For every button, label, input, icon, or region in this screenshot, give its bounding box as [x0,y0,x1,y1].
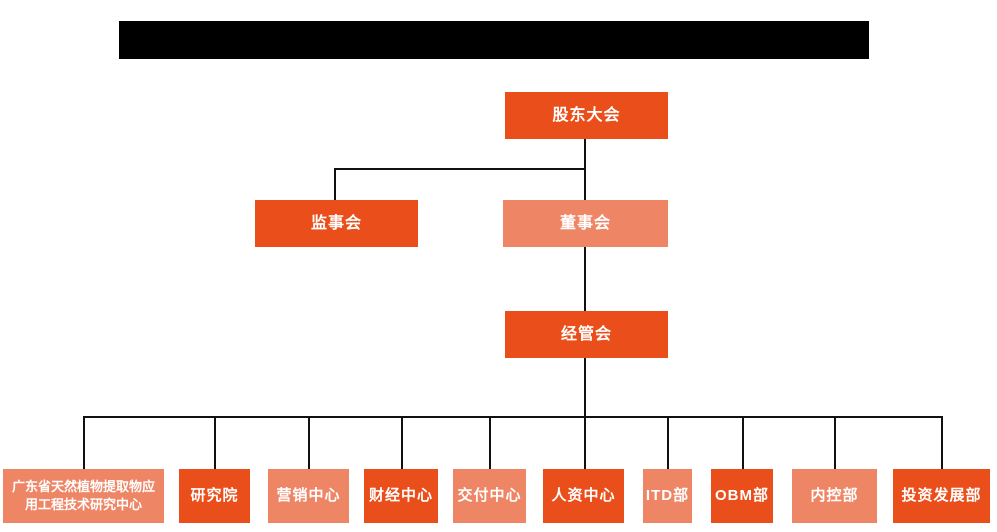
connector-line [584,416,586,469]
node-label: OBM部 [715,486,769,504]
node-label: 人资中心 [551,486,616,504]
node-delivery-center: 交付中心 [453,469,526,523]
node-itd-department: ITD部 [643,469,692,523]
connector-line [742,416,744,469]
node-obm-department: OBM部 [711,469,773,523]
connector-line [401,416,403,469]
connector-line [667,416,669,469]
redacted-title-bar [119,21,869,59]
node-research-center-guangdong: 广东省天然植物提取物应用工程技术研究中心 [3,469,164,523]
connector-line [83,416,85,469]
connector-line [83,416,943,418]
node-marketing-center: 营销中心 [268,469,349,523]
node-label: 股东大会 [552,106,621,124]
node-investment-development-department: 投资发展部 [893,469,990,523]
node-research-institute: 研究院 [179,469,250,523]
node-supervisory-board: 监事会 [255,200,418,247]
connector-line [334,168,586,170]
node-board-of-directors: 董事会 [503,200,668,247]
node-label: 交付中心 [457,486,522,504]
connector-line [334,168,336,200]
connector-line [584,358,586,418]
node-finance-center: 财经中心 [364,469,438,523]
node-label: 研究院 [190,486,239,504]
node-label: ITD部 [645,486,690,504]
node-label: 经管会 [560,325,612,343]
node-label: 监事会 [310,214,362,232]
node-management-committee: 经管会 [505,311,668,358]
connector-line [584,247,586,312]
node-internal-control-department: 内控部 [792,469,877,523]
node-label: 营销中心 [276,486,341,504]
connector-line [834,416,836,469]
node-label: 董事会 [559,214,611,232]
node-hr-center: 人资中心 [543,469,624,523]
node-label: 投资发展部 [901,486,982,504]
node-label: 内控部 [810,486,859,504]
connector-line [308,416,310,469]
node-label: 财经中心 [368,486,433,504]
connector-line [214,416,216,469]
connector-line [941,416,943,469]
connector-line [489,416,491,469]
node-label: 广东省天然植物提取物应用工程技术研究中心 [11,479,155,512]
node-shareholders-meeting: 股东大会 [505,92,668,139]
